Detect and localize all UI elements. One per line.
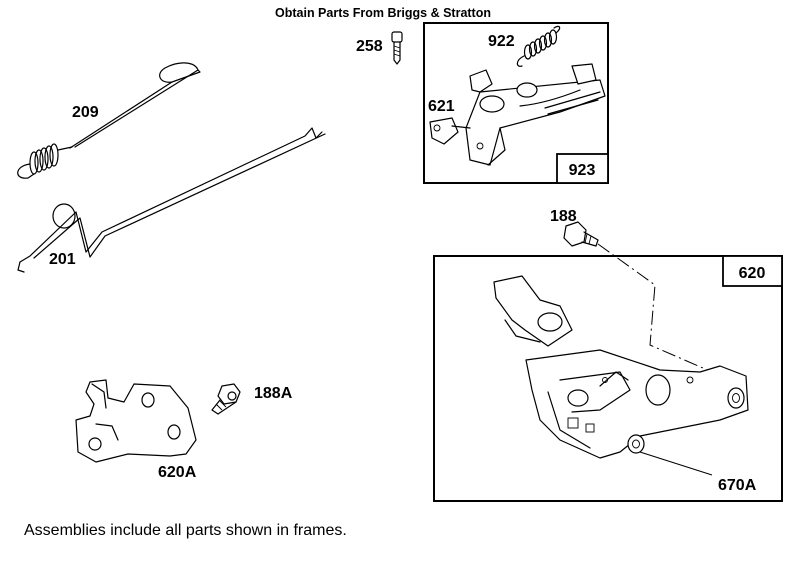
label-209: 209 — [72, 104, 99, 121]
control-bracket-assembly — [429, 63, 606, 166]
bolt-188 — [563, 221, 599, 247]
frame-620-tag — [722, 255, 783, 287]
label-670A: 670A — [718, 477, 757, 494]
bracket-plate-620A — [75, 379, 197, 463]
bolt-188A — [211, 383, 241, 415]
alignment-line — [597, 243, 743, 386]
frame-923-tag — [556, 153, 609, 184]
label-258: 258 — [356, 38, 383, 55]
frame-620 — [433, 255, 783, 502]
assemblies-note: Assemblies include all parts shown in fr… — [24, 522, 347, 539]
governor-rod-201 — [17, 127, 326, 273]
label-923: 923 — [569, 162, 596, 179]
label-188: 188 — [550, 208, 577, 225]
label-201: 201 — [49, 251, 76, 268]
frame-923 — [423, 22, 609, 184]
diagram-title: Obtain Parts From Briggs & Stratton — [275, 6, 491, 20]
label-922: 922 — [488, 33, 515, 50]
label-188A: 188A — [254, 385, 293, 402]
label-620A: 620A — [158, 464, 197, 481]
label-620: 620 — [739, 265, 766, 282]
control-bracket-620 — [493, 275, 749, 459]
spring-rod-209 — [17, 62, 201, 179]
leader-670A — [639, 451, 713, 476]
label-621: 621 — [428, 98, 455, 115]
spring-922 — [516, 25, 561, 67]
screw-258 — [391, 31, 403, 65]
